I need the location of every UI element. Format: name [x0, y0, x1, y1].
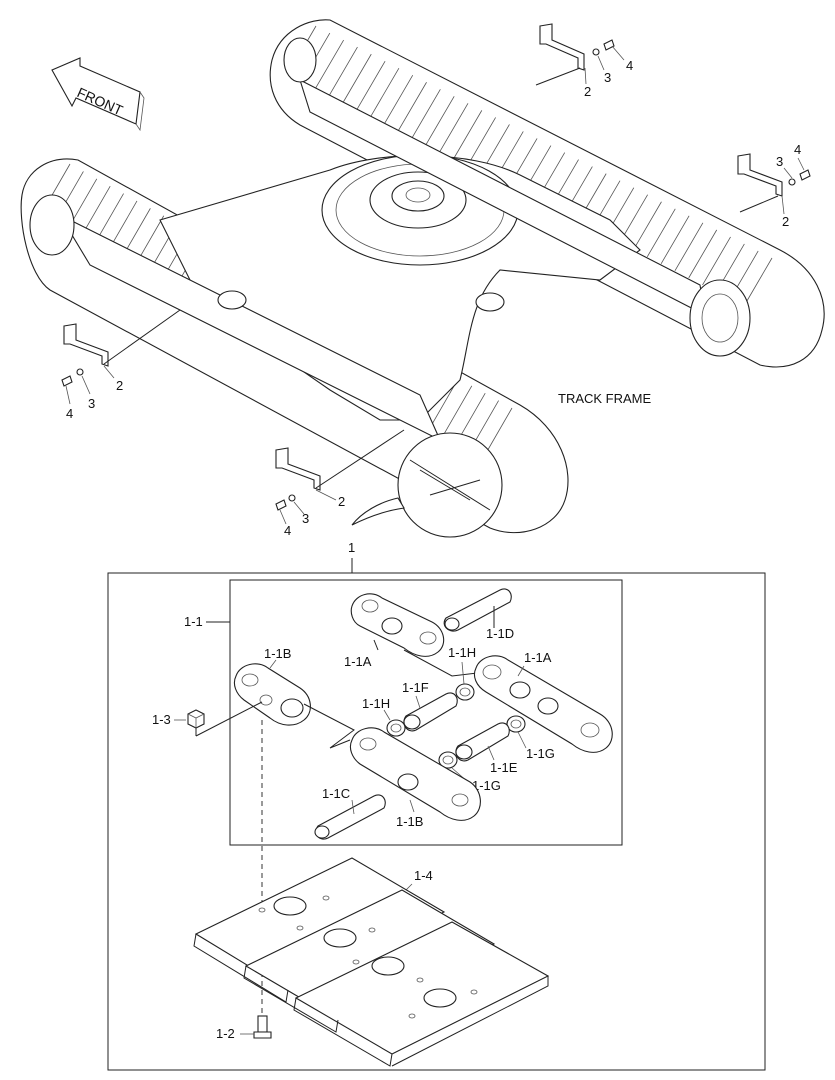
- callout-1-2: 1-2: [216, 1026, 235, 1041]
- track-shoe-line: [441, 385, 473, 439]
- callout-1-1e: 1-1E: [490, 760, 518, 775]
- track-shoe-line: [688, 229, 718, 279]
- track-shoe-line: [356, 60, 386, 110]
- callout-3: 3: [776, 154, 783, 169]
- callout-2: 2: [338, 494, 345, 509]
- callout-1-4: 1-4: [414, 868, 433, 883]
- callout-3: 3: [88, 396, 95, 411]
- track-shoe-line: [674, 222, 704, 272]
- callout-1-1g: 1-1G: [472, 778, 501, 793]
- track-shoe-line: [342, 53, 372, 103]
- track-shoe-line: [743, 257, 773, 307]
- pin-1-1c: 1-1C: [314, 786, 386, 840]
- nut-1-3: 1-3: [152, 701, 263, 737]
- callout-1-1b: 1-1B: [396, 814, 423, 829]
- guard-right: 2 3 4: [737, 142, 811, 229]
- bushing-1-1e: 1-1E: [455, 722, 518, 775]
- link-1-1a-left: 1-1A: [344, 593, 445, 669]
- track-shoe-line: [425, 96, 455, 145]
- seal-1-1h-right: 1-1H: [448, 645, 476, 701]
- seal-1-1g-left: 1-1G: [438, 751, 501, 793]
- callout-2: 2: [584, 84, 591, 99]
- track-shoe-line: [412, 89, 441, 138]
- track-shoe-line: [398, 82, 427, 131]
- track-shoe-line: [329, 46, 358, 96]
- track-shoe-line: [633, 201, 662, 250]
- track-shoe-line: [370, 67, 400, 117]
- track-shoe-line: [646, 208, 676, 257]
- callout-4: 4: [284, 523, 291, 538]
- callout-2: 2: [116, 378, 123, 393]
- callout-1: 1: [348, 540, 355, 555]
- track-shoe-1-4: 1-4: [193, 857, 550, 1067]
- callout-4: 4: [794, 142, 801, 157]
- callout-1-1a: 1-1A: [344, 654, 372, 669]
- callout-1-1b: 1-1B: [264, 646, 291, 661]
- track-shoe-line: [453, 110, 483, 159]
- link-1-1b-top: 1-1B: [233, 646, 311, 726]
- callout-3: 3: [604, 70, 611, 85]
- callout-1-1a: 1-1A: [524, 650, 552, 665]
- callout-1-1g: 1-1G: [526, 746, 555, 761]
- track-shoe-line: [467, 117, 496, 166]
- track-frame-label: TRACK FRAME: [558, 391, 652, 406]
- callout-1-1h: 1-1H: [448, 645, 476, 660]
- callout-1-1c: 1-1C: [322, 786, 350, 801]
- track-shoe-line: [384, 75, 414, 124]
- callout-1-3: 1-3: [152, 712, 171, 727]
- track-shoe-line: [702, 236, 731, 286]
- pin-1-1d: 1-1D: [443, 588, 514, 641]
- callout-4: 4: [626, 58, 633, 73]
- track-frame: TRACK FRAME: [20, 19, 825, 538]
- seal-1-1h-left: 1-1H: [362, 696, 406, 737]
- callout-4: 4: [66, 406, 73, 421]
- bushing-1-1f: 1-1F: [402, 680, 458, 732]
- bolt-1-2: 1-2: [216, 1015, 272, 1041]
- front-arrow: FRONT: [51, 57, 145, 132]
- guard-left: 2 3 4: [61, 309, 181, 421]
- track-shoe-line: [439, 103, 469, 152]
- guard-top-right: 2 3 4: [535, 23, 633, 99]
- guard-bottom: 2 3 4: [275, 429, 405, 538]
- callout-3: 3: [302, 511, 309, 526]
- callout-1-1: 1-1: [184, 614, 203, 629]
- track-shoe-line: [315, 39, 344, 89]
- link-assembly-box: [229, 579, 623, 846]
- link-1-1b-bottom: 1-1B: [349, 727, 481, 829]
- link-1-1a-right: 1-1A: [473, 650, 613, 753]
- callout-1-1f: 1-1F: [402, 680, 429, 695]
- callout-2: 2: [782, 214, 789, 229]
- callout-1-1d: 1-1D: [486, 626, 514, 641]
- track-chain-box: [107, 572, 766, 1071]
- seal-1-1g-right: 1-1G: [506, 715, 555, 761]
- callout-1-1h: 1-1H: [362, 696, 390, 711]
- track-shoe-line: [660, 215, 690, 265]
- track-chain-callout: 1: [348, 540, 355, 573]
